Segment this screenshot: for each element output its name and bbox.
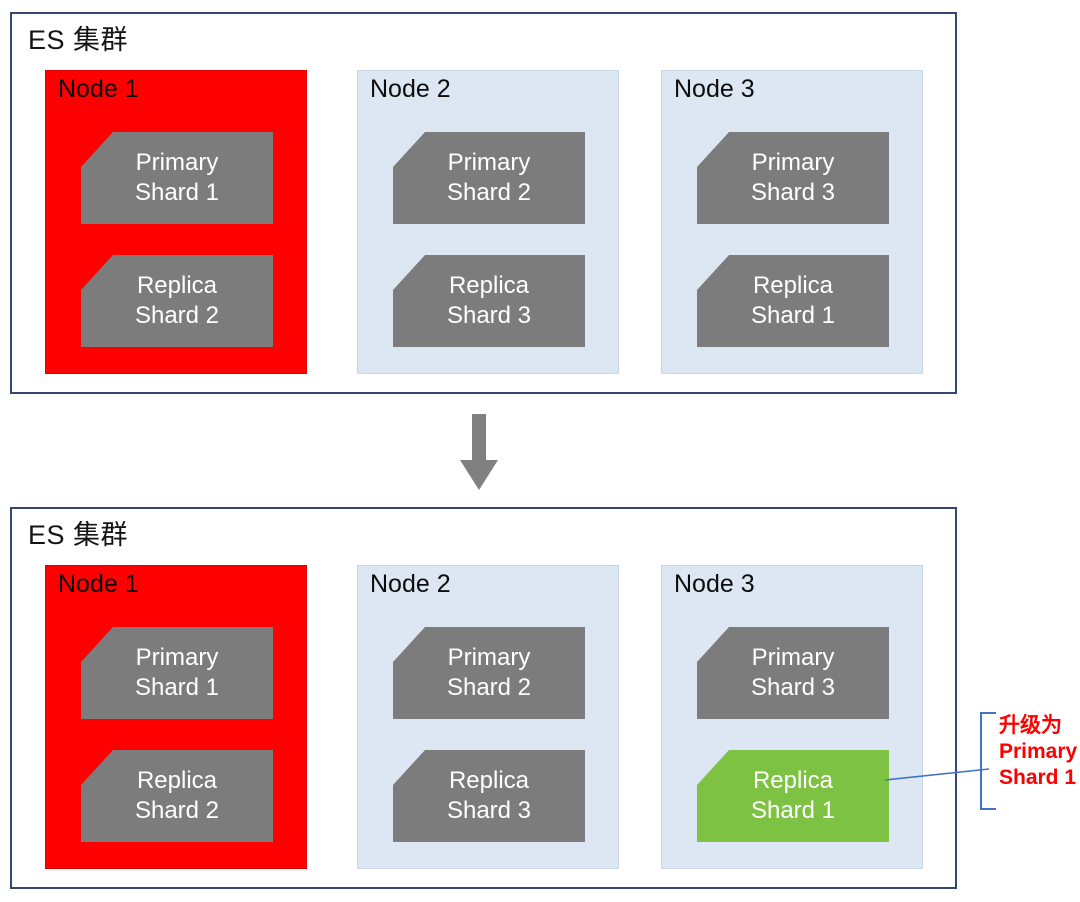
shard-label-line: Shard 3 <box>446 302 532 329</box>
annotation-bracket <box>980 712 996 810</box>
shard-label-line: Primary <box>135 149 219 176</box>
node-2-box: Node 2 Primary Shard 2 Replica Shard 3 <box>357 70 619 374</box>
node-label: Node 3 <box>674 570 755 598</box>
shard-label-line: Shard 3 <box>750 179 836 206</box>
shard-label-line: Replica <box>448 767 530 794</box>
replica-shard-1-promoted: Replica Shard 1 <box>697 750 889 842</box>
primary-shard-1: Primary Shard 1 <box>81 627 273 719</box>
replica-shard-3: Replica Shard 3 <box>393 750 585 842</box>
shard-label-line: Shard 1 <box>134 674 220 701</box>
primary-shard-2: Primary Shard 2 <box>393 627 585 719</box>
shard-label-line: Shard 1 <box>750 797 836 824</box>
shard-label-line: Replica <box>136 767 218 794</box>
cluster-box-after: ES 集群 Node 1 Primary Shard 1 Replica Sha… <box>10 507 957 889</box>
node-1-box: Node 1 Primary Shard 1 Replica Shard 2 <box>45 565 307 869</box>
node-label: Node 1 <box>58 570 139 598</box>
node-1-box: Node 1 Primary Shard 1 Replica Shard 2 <box>45 70 307 374</box>
node-label: Node 2 <box>370 75 451 103</box>
shard-label-line: Shard 3 <box>750 674 836 701</box>
shard-label-line: Primary <box>135 644 219 671</box>
shard-label-line: Shard 2 <box>446 179 532 206</box>
annotation-connector-line <box>885 768 990 781</box>
shard-label-line: Primary <box>751 149 835 176</box>
primary-shard-1: Primary Shard 1 <box>81 132 273 224</box>
cluster-box-before: ES 集群 Node 1 Primary Shard 1 Replica Sha… <box>10 12 957 394</box>
primary-shard-2: Primary Shard 2 <box>393 132 585 224</box>
primary-shard-3: Primary Shard 3 <box>697 627 889 719</box>
arrow-head <box>460 460 498 490</box>
annotation-text: 升级为 Primary Shard 1 <box>999 713 1079 791</box>
shard-label-line: Replica <box>136 272 218 299</box>
shard-label-line: Shard 2 <box>134 302 220 329</box>
arrow-shaft <box>472 414 486 461</box>
shard-label-line: Shard 2 <box>134 797 220 824</box>
cluster-title: ES 集群 <box>28 25 129 55</box>
shard-label-line: Replica <box>752 767 834 794</box>
replica-shard-2: Replica Shard 2 <box>81 255 273 347</box>
shard-label-line: Shard 1 <box>750 302 836 329</box>
node-label: Node 1 <box>58 75 139 103</box>
node-label: Node 3 <box>674 75 755 103</box>
replica-shard-2: Replica Shard 2 <box>81 750 273 842</box>
cluster-title: ES 集群 <box>28 520 129 550</box>
shard-label-line: Shard 1 <box>134 179 220 206</box>
shard-label-line: Replica <box>448 272 530 299</box>
annotation-line: 升级为 <box>999 714 1062 737</box>
node-2-box: Node 2 Primary Shard 2 Replica Shard 3 <box>357 565 619 869</box>
node-3-box: Node 3 Primary Shard 3 Replica Shard 1 <box>661 565 923 869</box>
replica-shard-3: Replica Shard 3 <box>393 255 585 347</box>
annotation-line: Primary <box>999 740 1078 763</box>
shard-label-line: Shard 3 <box>446 797 532 824</box>
shard-label-line: Primary <box>751 644 835 671</box>
node-label: Node 2 <box>370 570 451 598</box>
primary-shard-3: Primary Shard 3 <box>697 132 889 224</box>
shard-label-line: Primary <box>447 644 531 671</box>
annotation-line: Shard 1 <box>999 766 1077 789</box>
replica-shard-1: Replica Shard 1 <box>697 255 889 347</box>
node-3-box: Node 3 Primary Shard 3 Replica Shard 1 <box>661 70 923 374</box>
shard-label-line: Replica <box>752 272 834 299</box>
down-arrow-icon <box>460 414 498 490</box>
shard-label-line: Primary <box>447 149 531 176</box>
shard-label-line: Shard 2 <box>446 674 532 701</box>
